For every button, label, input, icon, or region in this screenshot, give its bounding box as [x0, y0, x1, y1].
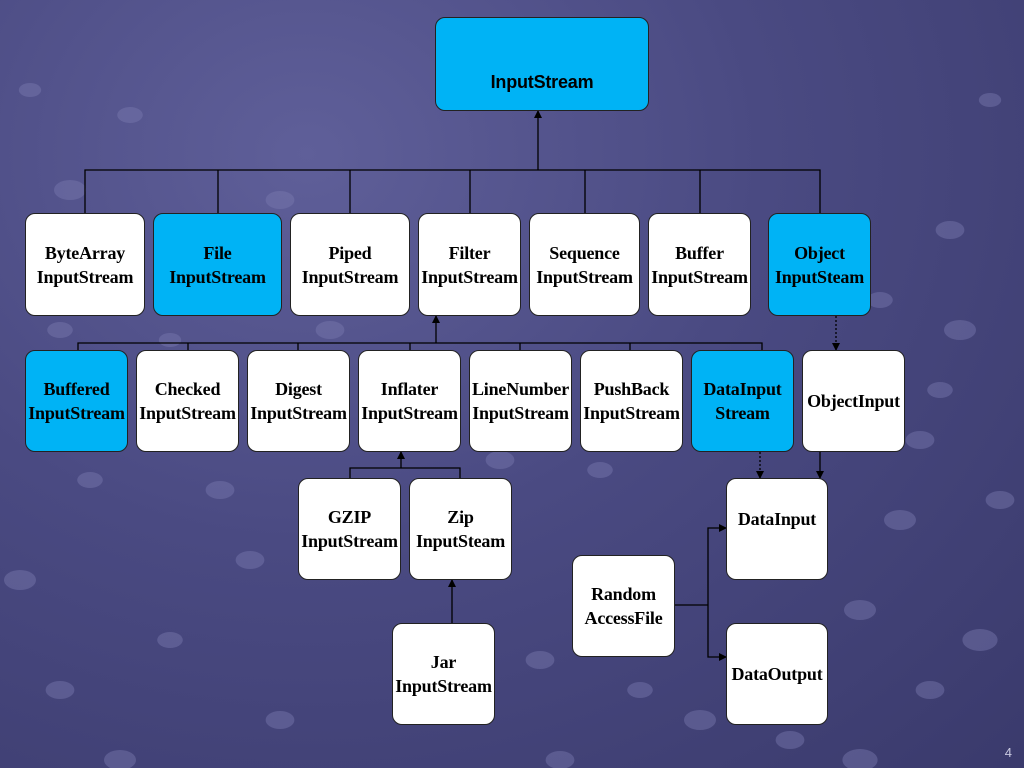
node-pushback-inputstream: PushBack InputStream — [580, 350, 683, 452]
node-inflater-inputstream: Inflater InputStream — [358, 350, 461, 452]
node-object-inputstream: Object InputSteam — [768, 213, 871, 316]
background-dot — [485, 451, 515, 469]
background-dot — [775, 731, 805, 749]
background-dot — [587, 462, 613, 478]
background-dot — [47, 322, 73, 338]
background-dot — [265, 191, 295, 209]
background-dot — [935, 221, 965, 239]
background-dot — [4, 570, 36, 590]
background-dot — [315, 321, 345, 339]
node-filter-inputstream: Filter InputStream — [418, 213, 521, 316]
node-datainput: DataInput — [726, 478, 828, 580]
node-digest-inputstream: Digest InputStream — [247, 350, 350, 452]
background-dot — [905, 431, 935, 449]
node-buffer-inputstream: Buffer InputStream — [648, 213, 751, 316]
node-zip-inputstream: Zip InputSteam — [409, 478, 512, 580]
node-objectinput: ObjectInput — [802, 350, 905, 452]
background-dot — [545, 751, 575, 768]
connector-level3 — [349, 452, 461, 478]
node-inputstream: InputStream — [435, 17, 649, 111]
background-dot — [45, 681, 75, 699]
background-dot — [884, 510, 916, 530]
node-linenumber-inputstream: LineNumber InputStream — [469, 350, 572, 452]
background-dot — [265, 711, 295, 729]
node-bytearray-inputstream: ByteArray InputStream — [25, 213, 145, 316]
background-dot — [157, 632, 183, 648]
connector-level1-drops — [217, 170, 701, 213]
node-randomaccessfile: Random AccessFile — [572, 555, 675, 657]
background-dot — [77, 472, 103, 488]
node-sequence-inputstream: Sequence InputStream — [529, 213, 640, 316]
background-dot — [978, 93, 1002, 107]
background-dot — [842, 749, 878, 768]
connector-level2 — [77, 316, 763, 350]
background-dot — [235, 551, 265, 569]
background-dot — [525, 651, 555, 669]
background-dot — [205, 481, 235, 499]
node-jar-inputstream: Jar InputStream — [392, 623, 495, 725]
node-datainputstream: DataInput Stream — [691, 350, 794, 452]
background-dot — [985, 491, 1015, 509]
node-dataoutput: DataOutput — [726, 623, 828, 725]
connector-level1 — [84, 111, 821, 213]
background-dot — [627, 682, 653, 698]
node-piped-inputstream: Piped InputStream — [290, 213, 410, 316]
connector-random-dataoutput — [707, 605, 727, 661]
page-number: 4 — [1004, 745, 1012, 760]
background-dot — [18, 83, 42, 97]
node-gzip-inputstream: GZIP InputStream — [298, 478, 401, 580]
background-dot — [54, 180, 86, 200]
node-checked-inputstream: Checked InputStream — [136, 350, 239, 452]
connector-random-datainput — [707, 524, 727, 605]
node-buffered-inputstream: Buffered InputStream — [25, 350, 128, 452]
background-dot — [844, 600, 876, 620]
background-dot — [117, 107, 143, 123]
node-file-inputstream: File InputStream — [153, 213, 282, 316]
background-dot — [915, 681, 945, 699]
background-dot — [944, 320, 976, 340]
background-dot — [962, 629, 998, 651]
background-dot — [684, 710, 716, 730]
background-dot — [867, 292, 893, 308]
background-dot — [104, 750, 136, 768]
connector-level2-drops — [187, 343, 631, 350]
background-dot — [927, 382, 953, 398]
